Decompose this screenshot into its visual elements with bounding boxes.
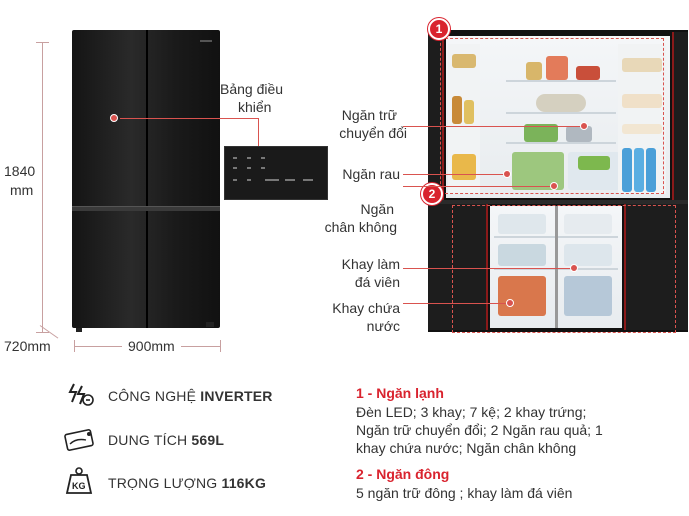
callout-vacuum-1: Ngăn <box>360 201 394 217</box>
badge-refrigerator: 1 <box>428 18 450 40</box>
capacity-icon <box>62 426 98 454</box>
section-fridge-line-2: Ngăn trữ chuyển đổi; 2 Ngăn rau quả; 1 <box>356 422 603 438</box>
right-door-upper <box>672 32 688 202</box>
callout-water-tray-2: nước <box>366 318 400 334</box>
feature-weight: TRỌNG LƯỢNG 116KG <box>108 475 267 491</box>
callout-vacuum-2: chân không <box>324 219 397 235</box>
left-door-bins <box>448 44 480 194</box>
compartment-separator <box>428 200 688 204</box>
callout-dot-water-tray <box>506 299 514 307</box>
callout-vegetable: Ngăn rau <box>342 166 400 182</box>
callout-dot-ice-tray <box>570 264 578 272</box>
callout-convertible-2: chuyển đổi <box>339 125 407 141</box>
callout-line-vegetable <box>403 174 505 175</box>
control-panel-dot <box>110 114 118 122</box>
callout-line-convertible <box>403 126 583 127</box>
height-unit: mm <box>10 182 34 198</box>
callout-line-vacuum <box>403 186 553 187</box>
callout-ice-tray-2: đá viên <box>354 274 400 290</box>
section-fridge-title: 1 - Ngăn lạnh <box>356 385 444 401</box>
section-freezer-line-1: 5 ngăn trữ đông ; khay làm đá viên <box>356 485 573 501</box>
closed-fridge <box>72 30 220 328</box>
callout-dot-vegetable <box>503 170 511 178</box>
width-tick-right <box>220 340 221 352</box>
callout-line-water-tray <box>403 303 509 304</box>
freezer-outline <box>452 205 676 333</box>
door-divider-horizontal <box>72 206 220 211</box>
control-panel-connector-v <box>258 118 259 146</box>
callout-ice-tray-1: Khay làm <box>341 256 400 272</box>
feature-inverter: CÔNG NGHỆ INVERTER <box>108 388 273 404</box>
width-value: 900mm <box>122 338 181 354</box>
depth-value: 720mm <box>4 338 51 354</box>
callout-line-ice-tray <box>403 268 573 269</box>
weight-icon: KG <box>64 466 94 496</box>
section-fridge-line-1: Đèn LED; 3 khay; 7 kệ; 2 khay trứng; <box>356 404 587 420</box>
control-panel-connector <box>120 118 258 119</box>
brand-mark <box>200 40 212 42</box>
height-dimension-line <box>42 42 43 332</box>
section-fridge-line-3: khay chứa nước; Ngăn chân không <box>356 440 577 456</box>
dim-tick-top <box>36 42 49 43</box>
callout-dot-vacuum <box>550 182 558 190</box>
badge-freezer: 2 <box>421 183 443 205</box>
callout-water-tray-1: Khay chứa <box>332 300 400 316</box>
callout-convertible-1: Ngăn trữ <box>341 107 397 123</box>
left-door-lower <box>428 204 488 330</box>
section-freezer-title: 2 - Ngăn đông <box>356 466 450 482</box>
fridge-foot-left <box>76 328 82 332</box>
fridge-outline <box>440 38 664 194</box>
open-fridge <box>428 30 688 332</box>
control-panel-label-2: khiển <box>238 99 272 115</box>
right-door-bins <box>618 44 666 194</box>
control-panel-closeup <box>224 146 328 200</box>
weight-icon-label: KG <box>72 481 86 491</box>
inverter-icon <box>66 380 96 410</box>
control-panel-label-1: Bảng điều <box>220 81 284 97</box>
fridge-foot-right <box>206 322 214 327</box>
callout-dot-convertible <box>580 122 588 130</box>
dim-tick-bottom <box>36 332 49 333</box>
right-door-lower <box>624 204 688 330</box>
height-value: 1840 <box>4 163 36 179</box>
center-divider <box>555 206 558 328</box>
width-tick-left <box>74 340 75 352</box>
door-divider-vertical <box>146 30 148 328</box>
feature-capacity: DUNG TÍCH 569L <box>108 432 225 448</box>
